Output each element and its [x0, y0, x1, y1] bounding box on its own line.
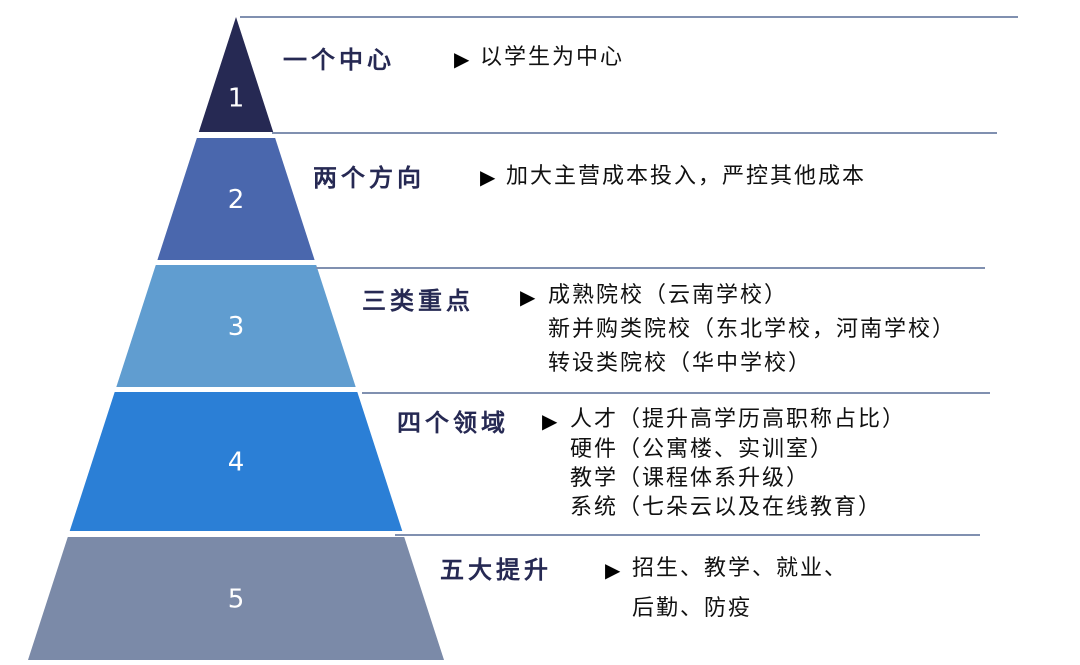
level-4-item: 硬件（公寓楼、实训室） — [570, 437, 835, 462]
level-3-title: 三类重点 — [362, 286, 474, 315]
level-1-title: 一个中心 — [283, 45, 395, 74]
pyramid-level-1 — [198, 17, 274, 132]
pyramid-level-3 — [116, 265, 356, 387]
level-5-number: 5 — [228, 585, 245, 615]
level-3-item: 成熟院校（云南学校） — [548, 283, 789, 308]
level-4-item: 教学（课程体系升级） — [570, 466, 811, 491]
bullet-arrow-icon: ▶ — [605, 558, 621, 582]
level-4-number: 4 — [228, 448, 245, 478]
level-1-item: 以学生为中心 — [480, 45, 625, 70]
level-1-number: 1 — [228, 84, 245, 114]
bullet-arrow-icon: ▶ — [480, 165, 496, 189]
pyramid-level-2 — [157, 138, 315, 260]
level-4-item: 人才（提升高学历高职称占比） — [570, 407, 907, 432]
pyramid-level-5 — [27, 537, 445, 660]
bullet-arrow-icon: ▶ — [542, 409, 558, 433]
level-4-title: 四个领域 — [397, 408, 509, 437]
level-5-title: 五大提升 — [440, 555, 552, 584]
bullet-arrow-icon: ▶ — [454, 47, 470, 71]
pyramid-level-4 — [69, 392, 403, 531]
level-3-number: 3 — [228, 312, 245, 342]
level-5-item: 后勤、防疫 — [632, 596, 753, 621]
level-5-item: 招生、教学、就业、 — [632, 556, 849, 581]
level-2-item: 加大主营成本投入，严控其他成本 — [506, 164, 867, 189]
level-2-title: 两个方向 — [313, 163, 425, 192]
level-2-number: 2 — [228, 185, 245, 215]
bullet-arrow-icon: ▶ — [520, 285, 536, 309]
level-3-item: 转设类院校（华中学校） — [548, 351, 813, 376]
level-3-item: 新并购类院校（东北学校，河南学校） — [548, 317, 957, 342]
level-4-item: 系统（七朵云以及在线教育） — [570, 495, 883, 520]
